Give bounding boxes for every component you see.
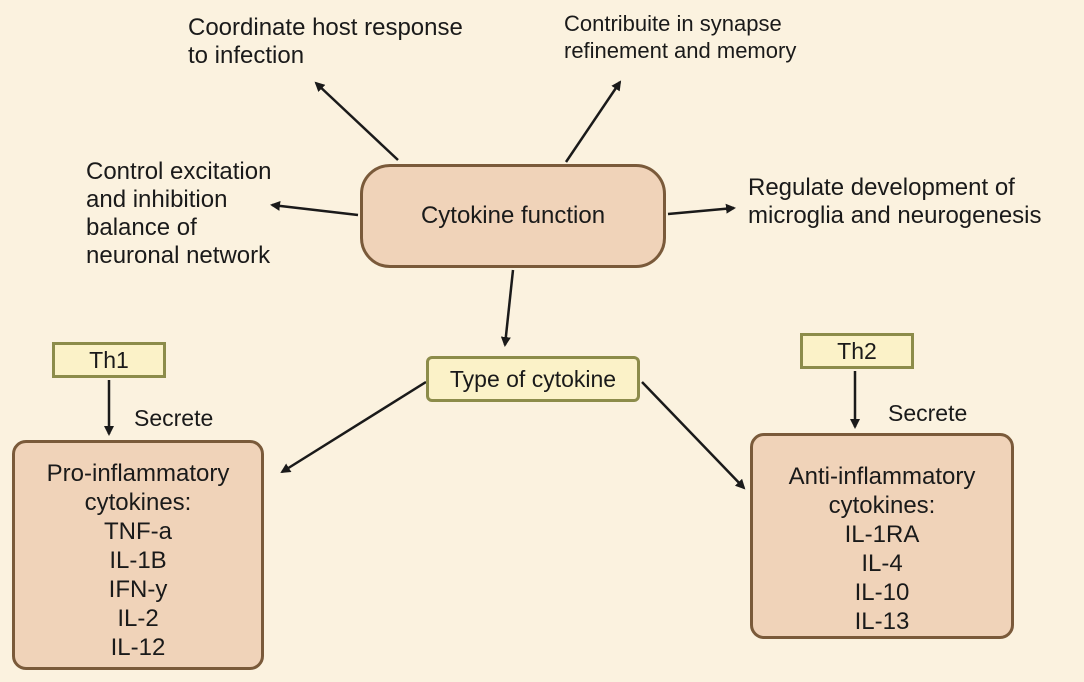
box-line: IL-4 — [861, 550, 903, 577]
arrow-to-type — [500, 269, 515, 347]
function-excitation-balance: Control excitation and inhibition balanc… — [86, 158, 271, 270]
box-line: IL-2 — [117, 605, 159, 632]
box-line: IFN-y — [108, 576, 168, 603]
function-line: microglia and neurogenesis — [748, 202, 1042, 229]
arrow-to-synapse — [564, 80, 622, 163]
function-synapse: Contribuite in synapse refinement and me… — [564, 10, 796, 64]
th1-secrete-label: Secrete — [134, 405, 214, 431]
function-line: to infection — [188, 42, 305, 69]
arrow-to-development — [667, 203, 736, 216]
function-line: balance of — [86, 214, 197, 241]
function-line: Coordinate host response — [188, 14, 463, 41]
arrow-to-pro — [280, 380, 427, 474]
th1-label: Th1 — [52, 342, 166, 378]
arrow-to-host-response — [314, 81, 399, 161]
function-line: Regulate development of — [748, 174, 1015, 201]
th2-label: Th2 — [800, 333, 914, 369]
function-host-response: Coordinate host response to infection — [188, 14, 463, 70]
box-line: TNF-a — [104, 518, 172, 545]
box-line: Anti-inflammatory — [788, 463, 976, 490]
type-of-cytokine-node: Type of cytokine — [426, 356, 640, 402]
box-line: IL-1RA — [844, 521, 920, 548]
arrow-to-anti — [641, 381, 746, 490]
box-line: cytokines: — [84, 489, 192, 516]
arrow-to-excitation — [270, 200, 359, 217]
box-line: IL-10 — [854, 579, 910, 606]
pro-inflammatory-box: Pro-inflammatory cytokines: TNF-a IL-1B … — [12, 440, 264, 670]
function-line: refinement and memory — [564, 38, 797, 63]
box-line: IL-1B — [109, 547, 167, 574]
function-line: neuronal network — [86, 242, 271, 269]
function-development: Regulate development of microglia and ne… — [748, 174, 1042, 230]
function-line: Control excitation — [86, 158, 272, 185]
box-line: cytokines: — [828, 492, 936, 519]
th2-secrete-label: Secrete — [888, 400, 968, 426]
box-line: Pro-inflammatory — [46, 460, 230, 487]
anti-inflammatory-box: Anti-inflammatory cytokines: IL-1RA IL-4… — [750, 433, 1014, 639]
function-line: Contribuite in synapse — [564, 11, 782, 36]
function-line: and inhibition — [86, 186, 228, 213]
box-line: IL-13 — [854, 608, 910, 635]
box-line: IL-12 — [110, 634, 166, 661]
cytokine-function-node: Cytokine function — [360, 164, 666, 268]
